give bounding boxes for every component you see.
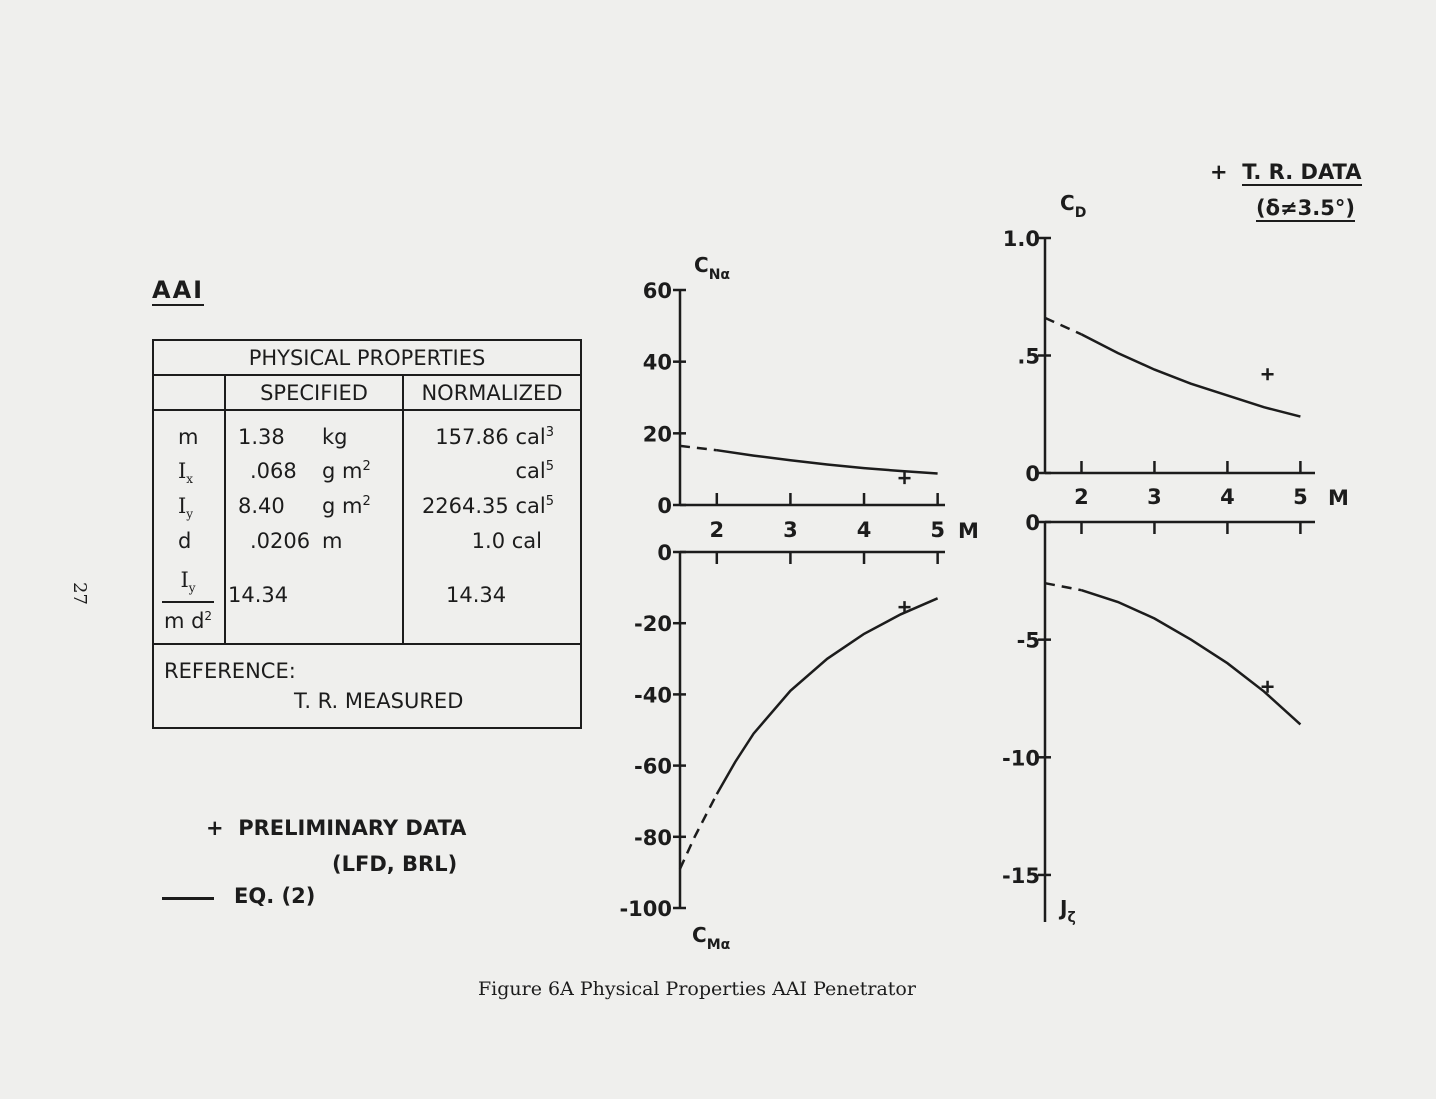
x-tick-label: 3 bbox=[783, 518, 798, 542]
iy-norm-value: 2264.35 cal5 bbox=[421, 494, 554, 518]
y-tick-label: 1.0 bbox=[1003, 227, 1040, 251]
data-point-plus bbox=[898, 472, 911, 485]
tr-legend: + T. R. DATA bbox=[1210, 160, 1362, 186]
line-legend-label: EQ. (2) bbox=[234, 884, 316, 908]
extrapolated-curve bbox=[678, 793, 718, 870]
symbol-iy: Iy bbox=[178, 494, 194, 522]
ix-norm-value: cal5 bbox=[515, 459, 554, 483]
y-tick-label: -20 bbox=[634, 612, 672, 636]
normalized-column: 157.86 cal3 cal5 2264.35 cal5 1.0 cal 14… bbox=[402, 410, 581, 645]
eq2-curve bbox=[716, 448, 938, 475]
y-tick-label: 20 bbox=[643, 422, 672, 446]
y-tick-label: 0 bbox=[1025, 511, 1040, 535]
tr-legend-label: T. R. DATA bbox=[1242, 160, 1362, 186]
prelim-legend-label: PRELIMINARY DATA bbox=[238, 816, 467, 840]
reference-value: T. R. MEASURED bbox=[294, 689, 464, 713]
m-spec-value: 1.38 bbox=[238, 425, 285, 449]
y-axis-label: Jζ bbox=[1058, 896, 1076, 926]
data-point-plus bbox=[898, 601, 911, 614]
extrapolated-curve bbox=[1044, 316, 1083, 336]
reference-label: REFERENCE: bbox=[164, 659, 296, 683]
x-tick-label: 4 bbox=[1220, 485, 1235, 509]
y-tick-label: -80 bbox=[634, 826, 672, 850]
m-spec-unit: kg bbox=[322, 425, 348, 449]
symbol-d: d bbox=[178, 529, 192, 553]
plus-marker-icon: + bbox=[206, 816, 224, 840]
panel-title: AAI bbox=[152, 276, 205, 306]
d-spec-value: .0206 bbox=[250, 529, 311, 553]
ix-spec-unit: g m2 bbox=[322, 459, 371, 483]
tr-legend-condition: (δ≠3.5°) bbox=[1256, 196, 1355, 222]
y-tick-label: -100 bbox=[619, 897, 672, 921]
x-tick-label: 4 bbox=[857, 518, 872, 542]
y-tick-label: -60 bbox=[634, 755, 672, 779]
ratio-spec-value: 14.34 bbox=[228, 583, 289, 607]
physical-properties-table: PHYSICAL PROPERTIES SPECIFIED NORMALIZED… bbox=[152, 339, 582, 729]
data-point-plus bbox=[1261, 680, 1274, 693]
y-tick-label: -5 bbox=[1017, 629, 1040, 653]
d-spec-unit: m bbox=[322, 529, 343, 553]
x-tick-label: 5 bbox=[930, 518, 945, 542]
y-tick-label: 0 bbox=[657, 541, 672, 565]
ix-spec-value: .068 bbox=[250, 459, 297, 483]
specified-column: 1.38 kg .068 g m2 8.40 g m2 .0206 m 14.3… bbox=[224, 410, 403, 645]
eq2-curve bbox=[1080, 333, 1301, 418]
symbol-column: m Ix Iy d Iy m d2 bbox=[153, 410, 225, 645]
y-tick-label: -40 bbox=[634, 683, 672, 707]
x-tick-label: 2 bbox=[1074, 485, 1089, 509]
extrapolated-curve bbox=[1044, 581, 1082, 592]
y-tick-label: -15 bbox=[1002, 864, 1040, 888]
x-tick-label: 2 bbox=[709, 518, 724, 542]
y-tick-label: 0 bbox=[1025, 462, 1040, 486]
ratio-symbol: Iy m d2 bbox=[162, 568, 214, 634]
data-point-plus bbox=[1261, 368, 1274, 381]
y-tick-label: 40 bbox=[643, 351, 672, 375]
symbol-m: m bbox=[178, 425, 199, 449]
x-axis-label: M bbox=[1328, 486, 1349, 510]
iy-spec-value: 8.40 bbox=[238, 494, 285, 518]
m-norm-value: 157.86 cal3 bbox=[435, 425, 554, 449]
d-norm-value: 1.0 cal bbox=[471, 529, 542, 553]
x-axis-label: M bbox=[958, 519, 979, 543]
y-axis-label: CMα bbox=[692, 923, 731, 953]
symbol-column-header bbox=[153, 375, 225, 411]
reference-cell: REFERENCE: T. R. MEASURED bbox=[153, 644, 581, 728]
specified-column-header: SPECIFIED bbox=[224, 375, 403, 411]
y-axis-label: CD bbox=[1060, 191, 1086, 221]
x-tick-label: 3 bbox=[1147, 485, 1162, 509]
prelim-legend-source: (LFD, BRL) bbox=[332, 852, 458, 876]
x-tick-label: 5 bbox=[1293, 485, 1308, 509]
y-tick-label: .5 bbox=[1017, 345, 1040, 369]
iy-spec-unit: g m2 bbox=[322, 494, 371, 518]
ratio-norm-value: 14.34 bbox=[446, 583, 507, 607]
eq2-curve bbox=[715, 597, 939, 795]
y-tick-label: 60 bbox=[643, 279, 672, 303]
figure-caption: Figure 6A Physical Properties AAI Penetr… bbox=[478, 978, 916, 1000]
y-axis-label: CNα bbox=[694, 253, 730, 283]
plus-marker-icon: + bbox=[1210, 160, 1228, 184]
normalized-column-header: NORMALIZED bbox=[402, 375, 581, 411]
solid-line-legend-swatch bbox=[162, 897, 214, 900]
y-tick-label: -10 bbox=[1002, 746, 1040, 770]
prelim-legend: + PRELIMINARY DATA bbox=[206, 816, 466, 840]
extrapolated-curve bbox=[679, 444, 717, 452]
symbol-ix: Ix bbox=[178, 459, 194, 487]
table-header: PHYSICAL PROPERTIES bbox=[152, 340, 581, 376]
eq2-curve bbox=[1081, 589, 1302, 726]
y-tick-label: 0 bbox=[657, 494, 672, 518]
page-number: 27 bbox=[69, 582, 90, 605]
